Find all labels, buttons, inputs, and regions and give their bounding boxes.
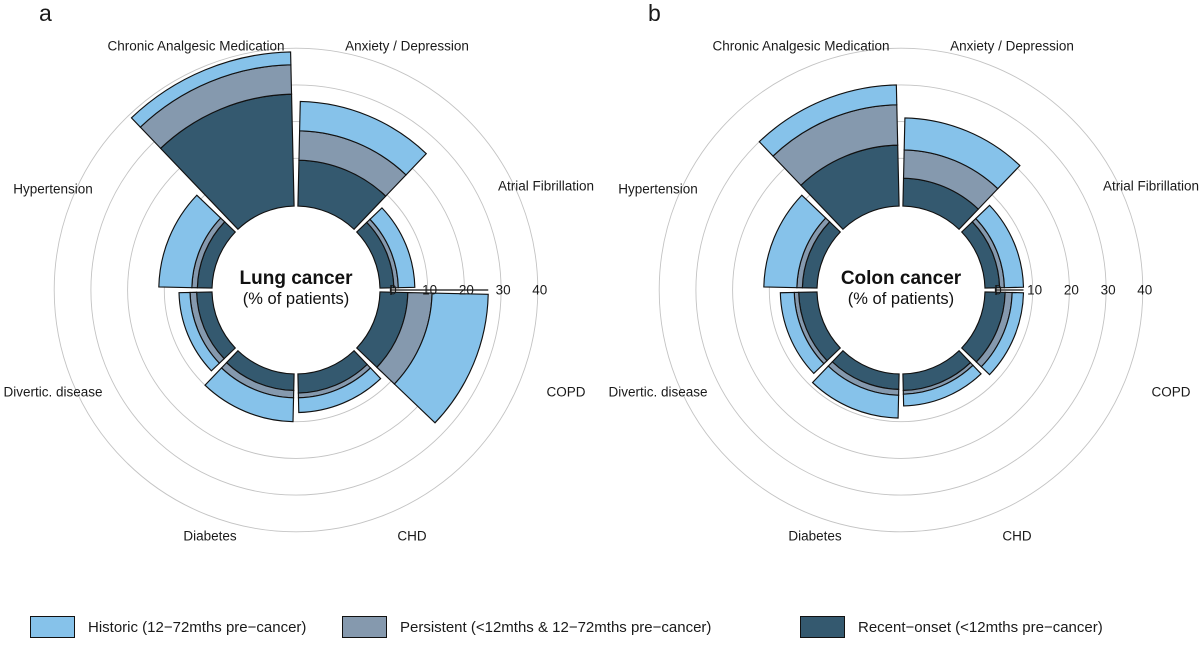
legend-label-persistent: Persistent (<12mths & 12−72mths pre−canc… bbox=[400, 618, 712, 636]
historic-swatch-icon bbox=[30, 616, 75, 638]
category-label-chronic-analgesic-medication: Chronic Analgesic Medication bbox=[107, 38, 285, 54]
legend: Historic (12−72mths pre−cancer) Persiste… bbox=[0, 614, 1200, 648]
radial-tick-label-20: 20 bbox=[1064, 283, 1079, 298]
radial-tick-label-10: 10 bbox=[1027, 283, 1042, 298]
legend-item-recent: Recent−onset (<12mths pre−cancer) bbox=[800, 614, 1103, 640]
chart-b-title: Colon cancer (% of patients) bbox=[840, 268, 962, 309]
gridline-circle-40 bbox=[658, 47, 1144, 533]
panel-letter-b: b bbox=[648, 0, 661, 26]
wedge-segment-historic bbox=[779, 291, 825, 375]
chart-b: 0 10 20 30 40 bbox=[658, 47, 1152, 533]
category-label-anxiety-depression: Anxiety / Depression bbox=[345, 38, 469, 54]
wedge-segment-historic bbox=[299, 100, 428, 176]
wedge-segment-historic bbox=[158, 194, 222, 289]
wedge-segment-historic bbox=[204, 367, 295, 423]
legend-label-recent: Recent−onset (<12mths pre−cancer) bbox=[858, 618, 1103, 636]
radial-tick-label-40: 40 bbox=[532, 283, 547, 298]
radial-tick-label-0: 0 bbox=[389, 283, 397, 298]
wedge-segment-historic bbox=[903, 117, 1021, 190]
gridline-circle-30 bbox=[90, 84, 502, 496]
wedge-segment-historic bbox=[178, 291, 221, 372]
wedge-segment-historic bbox=[974, 204, 1025, 289]
chart-b-title-main: Colon cancer bbox=[840, 268, 962, 290]
radial-tick-label-20: 20 bbox=[459, 283, 474, 298]
chart-a-title-main: Lung cancer bbox=[239, 268, 353, 290]
wedge-segment-historic bbox=[393, 292, 489, 424]
category-label-hypertension: Hypertension bbox=[618, 181, 698, 197]
wedge-segment-historic bbox=[763, 194, 827, 289]
radial-tick-label-30: 30 bbox=[1101, 283, 1116, 298]
wedge-segment-historic bbox=[297, 367, 382, 414]
category-label-divertic-disease: Divertic. disease bbox=[608, 384, 708, 400]
persistent-swatch-icon bbox=[342, 616, 387, 638]
radial-tick-label-40: 40 bbox=[1137, 283, 1152, 298]
radial-tick-label-0: 0 bbox=[994, 283, 1002, 298]
recent-swatch-icon bbox=[800, 616, 845, 638]
chart-a-title-sub: (% of patients) bbox=[242, 289, 350, 308]
category-label-atrial-fibrillation: Atrial Fibrillation bbox=[1102, 178, 1200, 194]
chart-a: 0 10 20 30 40 bbox=[53, 47, 547, 533]
wedge-segment-historic bbox=[980, 291, 1025, 376]
wedge-segment-historic bbox=[369, 207, 416, 289]
wedge-segment-historic bbox=[902, 364, 982, 407]
gridline-circle-40 bbox=[53, 47, 539, 533]
chart-a-title: Lung cancer (% of patients) bbox=[239, 268, 353, 309]
polar-charts-canvas: 0 10 20 30 40 0 10 20 30 40 bbox=[53, 47, 1152, 533]
chart-b-title-sub: (% of patients) bbox=[847, 289, 955, 308]
category-label-chd: CHD bbox=[397, 528, 427, 544]
wedge-segment-historic bbox=[758, 84, 898, 157]
category-label-diabetes: Diabetes bbox=[788, 528, 842, 544]
gridline-circle-20 bbox=[732, 121, 1070, 459]
category-label-anxiety-depression: Anxiety / Depression bbox=[950, 38, 1074, 54]
legend-label-historic: Historic (12−72mths pre−cancer) bbox=[88, 618, 307, 636]
wedge-segment-historic bbox=[811, 365, 900, 419]
gridline-circle-10 bbox=[768, 157, 1034, 423]
category-label-copd: COPD bbox=[546, 384, 586, 400]
category-label-chd: CHD bbox=[1002, 528, 1032, 544]
category-label-copd: COPD bbox=[1151, 384, 1191, 400]
wedge-segment-historic bbox=[130, 51, 292, 128]
category-label-atrial-fibrillation: Atrial Fibrillation bbox=[497, 178, 595, 194]
radial-tick-label-30: 30 bbox=[496, 283, 511, 298]
gridline-circle-30 bbox=[695, 84, 1107, 496]
legend-item-historic: Historic (12−72mths pre−cancer) bbox=[30, 614, 306, 640]
category-label-diabetes: Diabetes bbox=[183, 528, 237, 544]
radial-tick-label-10: 10 bbox=[422, 283, 437, 298]
category-label-hypertension: Hypertension bbox=[13, 181, 93, 197]
category-label-chronic-analgesic-medication: Chronic Analgesic Medication bbox=[712, 38, 890, 54]
legend-item-persistent: Persistent (<12mths & 12−72mths pre−canc… bbox=[342, 614, 711, 640]
panel-letter-a: a bbox=[39, 0, 52, 26]
category-label-divertic-disease: Divertic. disease bbox=[3, 384, 103, 400]
